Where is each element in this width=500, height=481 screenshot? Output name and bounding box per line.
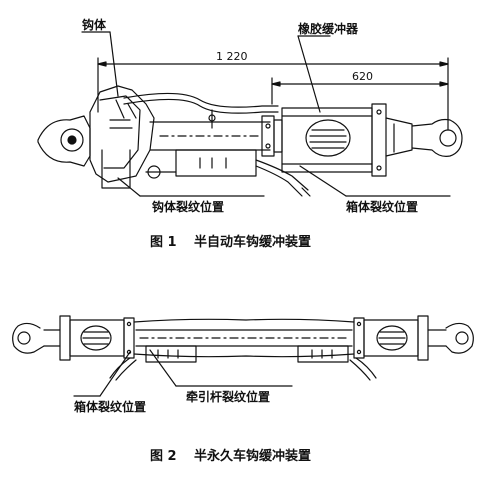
left-buffer-box-fig2 [59, 315, 135, 361]
right-buffer-box-fig2 [353, 315, 429, 361]
label-drawbar-crack-position: 牵引杆裂纹位置 [186, 389, 270, 404]
figure1-caption-number: 图 1 [150, 235, 177, 250]
dimension-1220 [97, 57, 449, 131]
figure2-drawing [12, 315, 474, 397]
dimension-620 [271, 77, 449, 105]
right-eye-fig2 [427, 322, 474, 354]
coupler-head [37, 85, 155, 189]
label-box-crack-position-fig2: 箱体裂纹位置 [74, 399, 146, 414]
figure1-caption-title: 半自动车钩缓冲装置 [194, 234, 311, 250]
label-coupler-crack-position: 钩体裂纹位置 [152, 199, 224, 214]
rear-eye-fig1 [411, 118, 463, 157]
figure2-caption-title: 半永久车钩缓冲装置 [194, 448, 311, 464]
buffer-box-fig1 [281, 103, 413, 177]
figure1-drawing [37, 31, 463, 197]
label-coupler-body: 钩体 [82, 17, 107, 32]
lower-bracket [145, 149, 311, 197]
drawbar-fig2 [109, 318, 377, 381]
label-rubber-buffer: 橡胶缓冲器 [298, 21, 359, 36]
drawbar-fig1 [149, 121, 271, 151]
dimension-label-620: 620 [352, 70, 373, 83]
dimension-label-1220: 1 220 [216, 50, 248, 63]
label-box-crack-position-fig1: 箱体裂纹位置 [346, 199, 418, 214]
leaders-fig2 [73, 349, 293, 397]
figure2-caption-number: 图 2 [150, 449, 177, 464]
left-eye-fig2 [12, 322, 61, 354]
air-pipes [123, 92, 279, 129]
leaders-fig1 [81, 31, 451, 197]
